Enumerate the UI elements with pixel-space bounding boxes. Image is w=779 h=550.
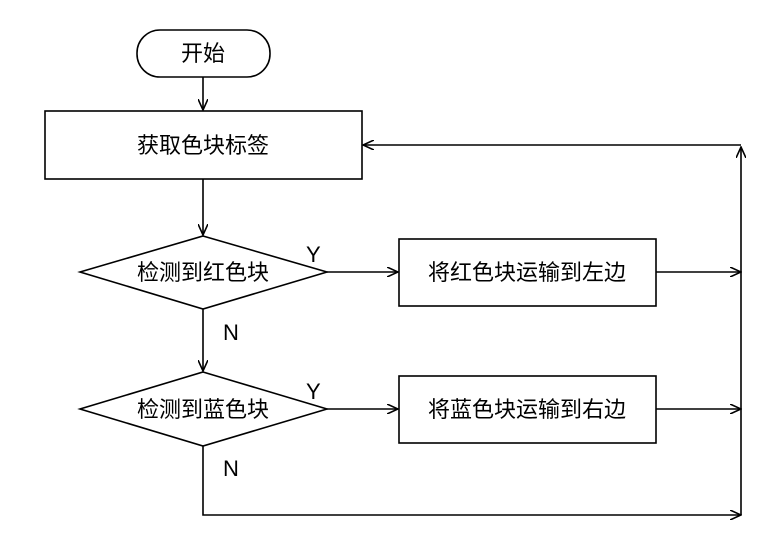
detect-red-text: 检测到红色块 — [137, 261, 269, 286]
red-yes-label: Y — [306, 242, 321, 267]
red-no-label: N — [223, 320, 239, 345]
move-blue-process — [398, 375, 657, 444]
get-label-text: 获取色块标签 — [137, 134, 269, 159]
detect-blue-text: 检测到蓝色块 — [137, 398, 269, 423]
blue-no-label: N — [223, 456, 239, 481]
blue-yes-label: Y — [306, 379, 321, 404]
move-red-text: 将红色块运输到左边 — [428, 261, 626, 286]
start-label: 开始 — [181, 42, 225, 67]
arrow-detect-blue-no-to-loop — [202, 446, 741, 515]
get-label-process — [44, 110, 363, 180]
move-red-process — [398, 238, 657, 307]
move-blue-text: 将蓝色块运输到右边 — [428, 398, 626, 423]
